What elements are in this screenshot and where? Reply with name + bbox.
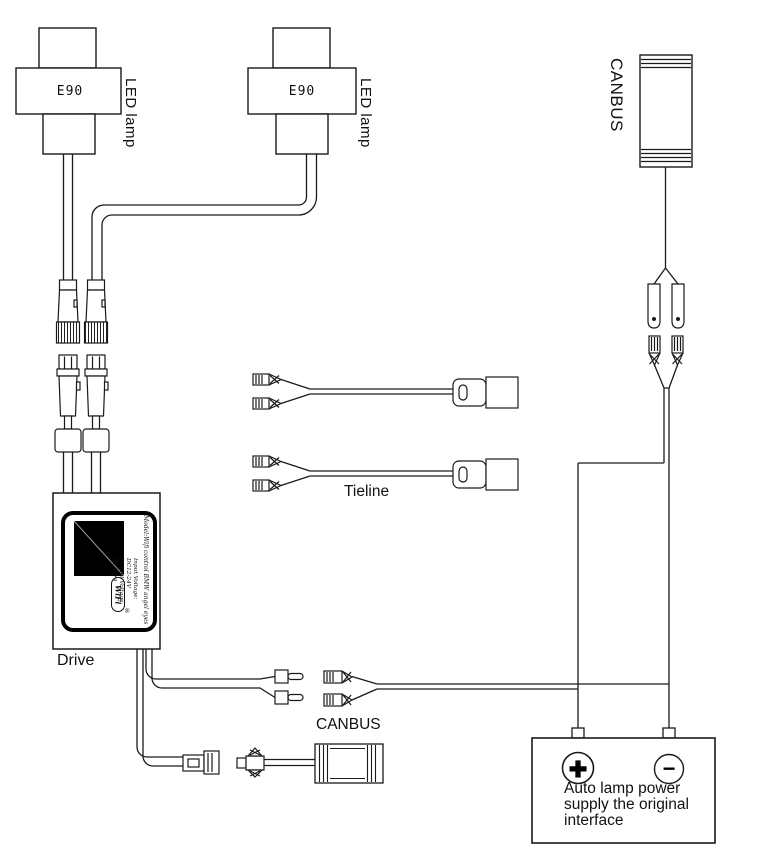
drive-box xyxy=(52,492,161,650)
left-lamp-top xyxy=(38,27,97,69)
right-lamp-model: E90 xyxy=(288,84,316,99)
plus-sign: + xyxy=(569,753,587,786)
coupler-left xyxy=(55,279,81,344)
left-lamp-cable xyxy=(62,154,74,281)
canbus-filter-bottom xyxy=(314,743,384,784)
wifi-logo-text: WiFi xyxy=(113,584,123,605)
drive-label: Drive xyxy=(57,652,95,669)
drive-power-cable xyxy=(145,649,276,699)
male-plug-left xyxy=(54,354,82,453)
canbus-decoder-top xyxy=(639,54,693,168)
wifi-reg-mark: ® xyxy=(125,609,130,615)
right-lamp xyxy=(247,27,357,155)
plus-terminal-tab xyxy=(571,727,585,739)
wifi-logo: WiFi xyxy=(111,577,125,612)
minus-circle xyxy=(653,753,685,785)
drive-panel-model-text: Model:Wifi control BMW angel eyes xyxy=(142,515,149,625)
power-box: + − xyxy=(531,727,716,844)
bead-to-drive-cables xyxy=(62,452,102,494)
right-lamp-top xyxy=(272,27,331,69)
drive-panel-specs-text: Input Voltage: DC12-24V Output Voltage: … xyxy=(111,558,138,605)
canbus-plug-wire xyxy=(264,758,315,767)
power-box-text: Auto lamp power supply the original inte… xyxy=(564,780,689,829)
minus-terminal-tab xyxy=(662,727,676,739)
coupler-right xyxy=(83,279,109,344)
left-lamp-body xyxy=(15,67,122,115)
ferrite-bead-right xyxy=(82,428,110,453)
left-lamp-model: E90 xyxy=(56,84,84,99)
right-lamp-base xyxy=(275,113,329,155)
canbus-top-label: CANBUS xyxy=(607,58,626,132)
minus-sign: − xyxy=(663,756,676,781)
canbus-top-wire xyxy=(653,167,679,285)
tieline-lower-wires xyxy=(280,460,453,487)
left-lamp xyxy=(15,27,122,155)
tieline-upper xyxy=(252,373,519,410)
plus-circle xyxy=(561,751,595,785)
ferrite-bead-left xyxy=(54,428,82,453)
male-plug-right xyxy=(82,354,110,453)
bullet-terminals-feed xyxy=(323,670,354,707)
canbus-bottom-label: CANBUS xyxy=(316,716,381,733)
lamp-connectors xyxy=(54,279,110,453)
blade-terminals xyxy=(274,669,304,705)
left-lamp-base xyxy=(42,113,96,155)
left-lamp-label: LED lamp xyxy=(122,78,139,148)
tieline-upper-wires xyxy=(280,378,453,405)
tieline-label: Tieline xyxy=(344,483,390,500)
wires xyxy=(62,154,679,767)
power-tap-bullets xyxy=(648,335,684,367)
feed-pair-wires xyxy=(351,675,669,701)
tieline-lower xyxy=(252,455,519,492)
power-rail-wires xyxy=(577,364,679,728)
right-lamp-cable xyxy=(91,154,318,281)
canbus-connector-pair xyxy=(182,747,265,778)
right-lamp-label: LED lamp xyxy=(357,78,374,148)
canbus-sleeve-terminals xyxy=(647,283,685,329)
drive-canbus-cable xyxy=(136,649,183,767)
